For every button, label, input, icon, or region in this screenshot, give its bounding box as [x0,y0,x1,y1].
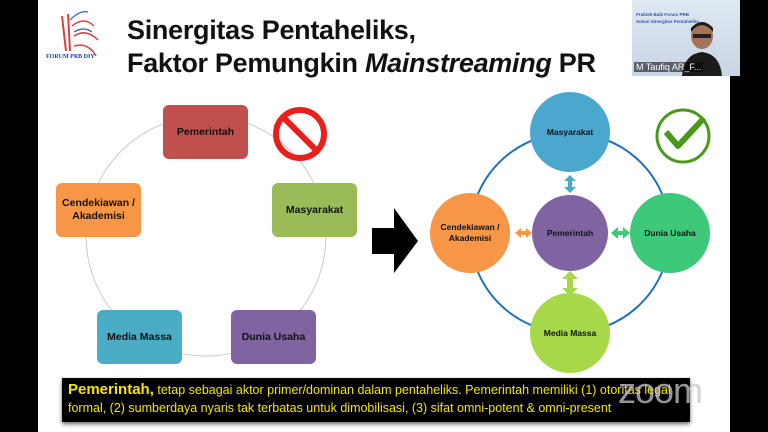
participant-name: M Taufiq AR_F... [634,62,704,72]
circle-dunia-usaha: Dunia Usaha [630,193,710,273]
video-slide-line-2: Solusi Sinergitas Pentaheliks [636,19,699,24]
box-media-massa: Media Massa [97,310,182,364]
forum-prb-logo [61,11,99,57]
checkmark-icon [655,108,711,164]
zoom-watermark: zoom [618,370,703,411]
arrow-left-icon [515,228,532,238]
caption-bold: Pemerintah, [68,381,154,398]
title-line-2: Faktor Pemungkin Mainstreaming PR [127,48,596,78]
participant-video[interactable]: Praktek Baik Forum PRB Solusi Sinergitas… [632,0,740,76]
caption-text: tetap sebagai aktor primer/dominan dalam… [68,383,671,415]
circle-cendekiawan: Cendekiawan / Akademisi [430,193,510,273]
arrow-bottom-icon [562,271,578,296]
circle-pemerintah: Pemerintah [532,195,608,271]
box-pemerintah: Pemerintah [163,105,248,159]
box-dunia-usaha: Dunia Usaha [231,310,316,364]
caption-box: Pemerintah, tetap sebagai aktor primer/d… [62,378,690,422]
prohibited-icon [273,107,327,161]
box-masyarakat: Masyarakat [272,183,357,237]
circle-masyarakat: Masyarakat [530,92,610,172]
arrow-top-icon [564,175,576,193]
right-arrow-icon [372,208,418,273]
video-slide-line-1: Praktek Baik Forum PRB [636,12,690,17]
logo-text: FORUM PRB DIY [46,54,95,60]
circle-media-massa: Media Massa [530,293,610,373]
title-line-1: Sinergitas Pentaheliks, [127,15,416,45]
box-cendekiawan: Cendekiawan / Akademisi [56,183,141,237]
slide-title: Sinergitas Pentaheliks, Faktor Pemungkin… [127,14,596,80]
arrow-right-icon [611,227,630,239]
